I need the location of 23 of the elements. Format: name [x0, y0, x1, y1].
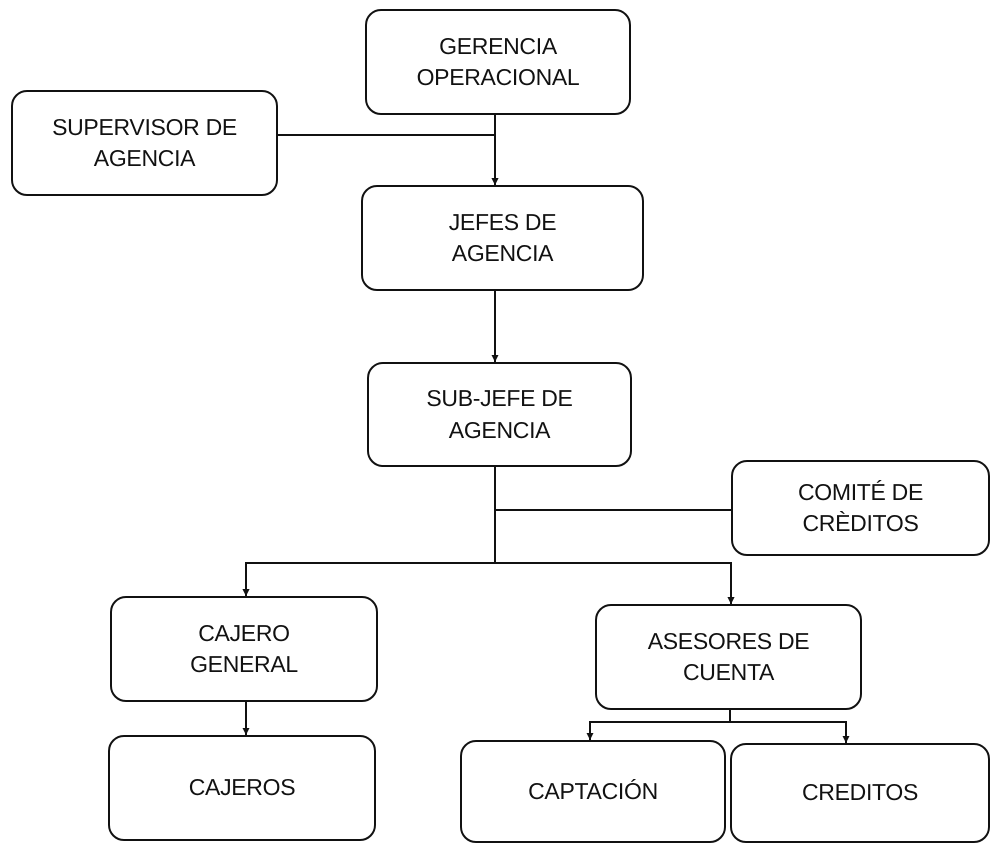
box-label: CAJERO GENERAL: [189, 618, 299, 679]
box-label: ASESORES DE CUENTA: [646, 626, 810, 687]
box-label: JEFES DE AGENCIA: [448, 208, 558, 268]
box-label: SUPERVISOR DE AGENCIA: [51, 112, 238, 173]
org-box: [731, 460, 990, 556]
box-label: COMITÉ DE CRÈDITOS: [796, 478, 924, 538]
box-label: GERENCIA OPERACIONAL: [416, 32, 580, 92]
connector-arrow: [492, 291, 498, 362]
box-label: CREDITOS: [802, 778, 918, 808]
org-box: [365, 9, 631, 115]
org-box: [361, 185, 644, 291]
box-label: CAPTACIÓN: [528, 776, 658, 806]
org-box: [730, 743, 990, 843]
org-box: [11, 90, 278, 196]
org-box: [108, 735, 376, 841]
org-box: [367, 362, 632, 467]
org-box: [460, 740, 726, 843]
org-box: [110, 596, 378, 702]
box-label: SUB-JEFE DE AGENCIA: [425, 384, 574, 444]
connector-arrow: [242, 702, 250, 735]
box-label: CAJEROS: [188, 773, 296, 802]
connector-arrow: [278, 134, 498, 185]
org-box: [595, 604, 862, 710]
